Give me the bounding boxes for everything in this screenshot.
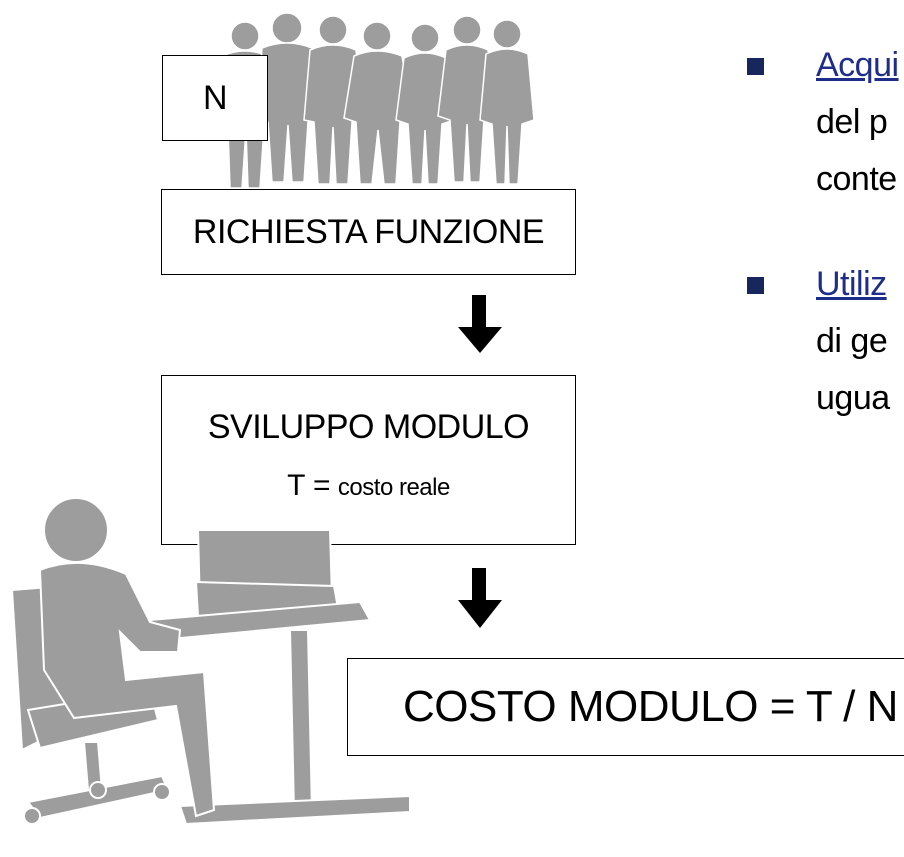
n-label: N [202,78,228,117]
bullet-marker [747,58,764,75]
request-function-box: RICHIESTA FUNZIONE [161,189,576,275]
arrow-down-icon [458,568,502,628]
module-cost-formula: COSTO MODULO = T / N [403,682,898,731]
arrow-down-icon [458,295,502,353]
cost-variable: T [287,469,305,502]
bullet-term-link[interactable]: Utiliz [816,265,887,303]
bullet-line: del p [816,103,888,141]
module-cost-box: COSTO MODULO = T / N [347,658,904,756]
develop-module-box: SVILUPPO MODULO T = costo reale [161,375,576,545]
real-cost-text: costo reale [337,474,450,501]
bullet-marker [747,277,764,294]
bullet-line: conte [816,160,897,198]
people-group-icon [217,12,535,189]
bullet-term-link[interactable]: Acqui [816,46,899,84]
n-box: N [162,55,268,141]
person-at-computer-icon [10,497,410,826]
bullet-line: ugua [816,379,890,417]
bullet-line: di ge [816,322,888,360]
real-cost-line: T = costo reale [287,469,450,503]
equals-sign: = [312,469,331,502]
develop-module-title: SVILUPPO MODULO [207,408,530,446]
request-function-label: RICHIESTA FUNZIONE [192,212,545,251]
